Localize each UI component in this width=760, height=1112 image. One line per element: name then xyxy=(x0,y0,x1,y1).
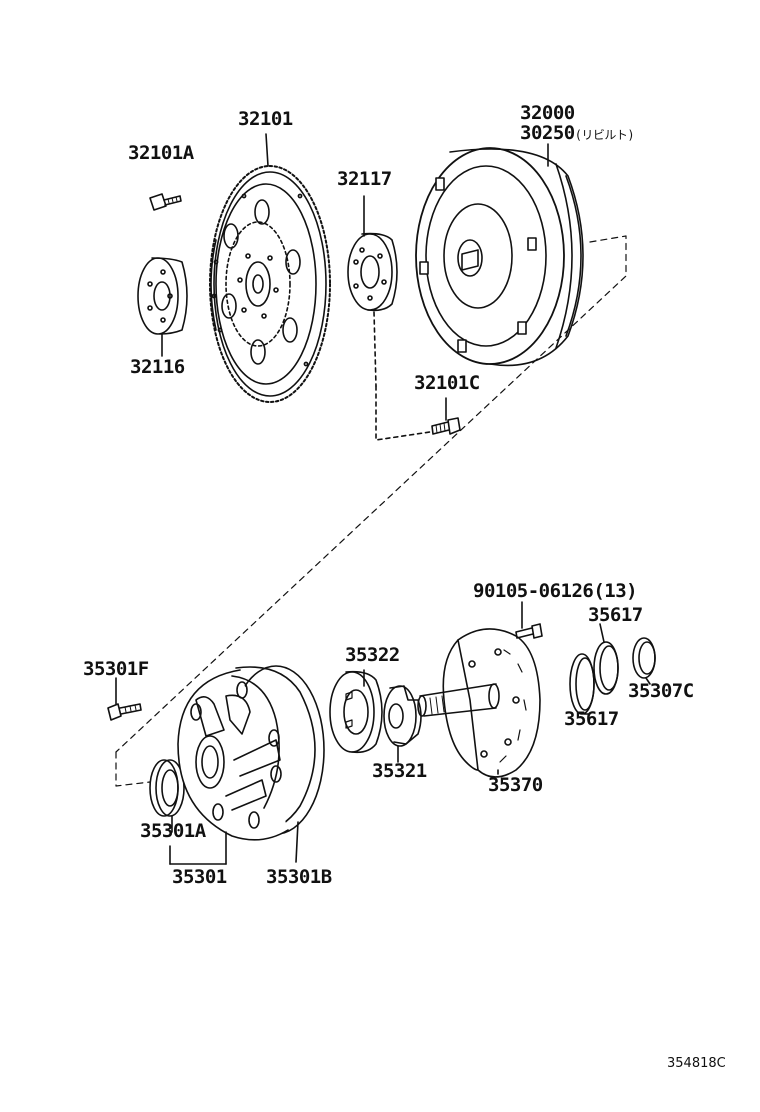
label-30250-note: (リビルト) xyxy=(574,128,635,142)
label-32101: 32101 xyxy=(238,108,293,130)
spacer-32116 xyxy=(137,257,188,357)
bolt-32101C xyxy=(431,397,461,435)
label-35301: 35301 xyxy=(172,866,227,888)
label-32000: 32000 xyxy=(520,102,575,124)
label-35301F: 35301F xyxy=(83,658,149,680)
oil-seal-35301A xyxy=(149,759,185,833)
label-32117: 32117 xyxy=(337,168,392,190)
label-32101A: 32101A xyxy=(128,142,194,164)
bolt-90105 xyxy=(515,601,543,639)
label-32101C: 32101C xyxy=(414,372,480,394)
shim-32117 xyxy=(347,195,431,441)
seal-rings-35617 xyxy=(569,623,619,715)
label-35617-bottom: 35617 xyxy=(564,708,619,730)
torque-converter-32000 xyxy=(415,143,584,367)
label-35322: 35322 xyxy=(345,644,400,666)
stator-shaft-35370 xyxy=(417,628,541,778)
figure-number: 354818C xyxy=(667,1056,726,1071)
bolt-32101A xyxy=(149,193,182,211)
label-30250-number: 30250 xyxy=(520,122,575,144)
label-35370: 35370 xyxy=(488,774,543,796)
label-35307C: 35307C xyxy=(628,680,694,702)
label-35617-top: 35617 xyxy=(588,604,643,626)
label-35301B: 35301B xyxy=(266,866,332,888)
label-30250: 30250(リビルト) xyxy=(520,122,635,144)
ring-35307C xyxy=(632,637,656,685)
gear-35322 xyxy=(329,669,383,754)
label-32116: 32116 xyxy=(130,356,185,378)
label-35321: 35321 xyxy=(372,760,427,782)
gear-35321 xyxy=(383,685,422,763)
label-35301A: 35301A xyxy=(140,820,206,842)
label-90105-06126: 90105-06126(13) xyxy=(473,580,638,602)
bolt-35301F xyxy=(107,677,142,721)
drive-plate-32101 xyxy=(209,133,331,403)
alignment-lines xyxy=(115,235,627,787)
pump-body-35301 xyxy=(169,665,325,865)
